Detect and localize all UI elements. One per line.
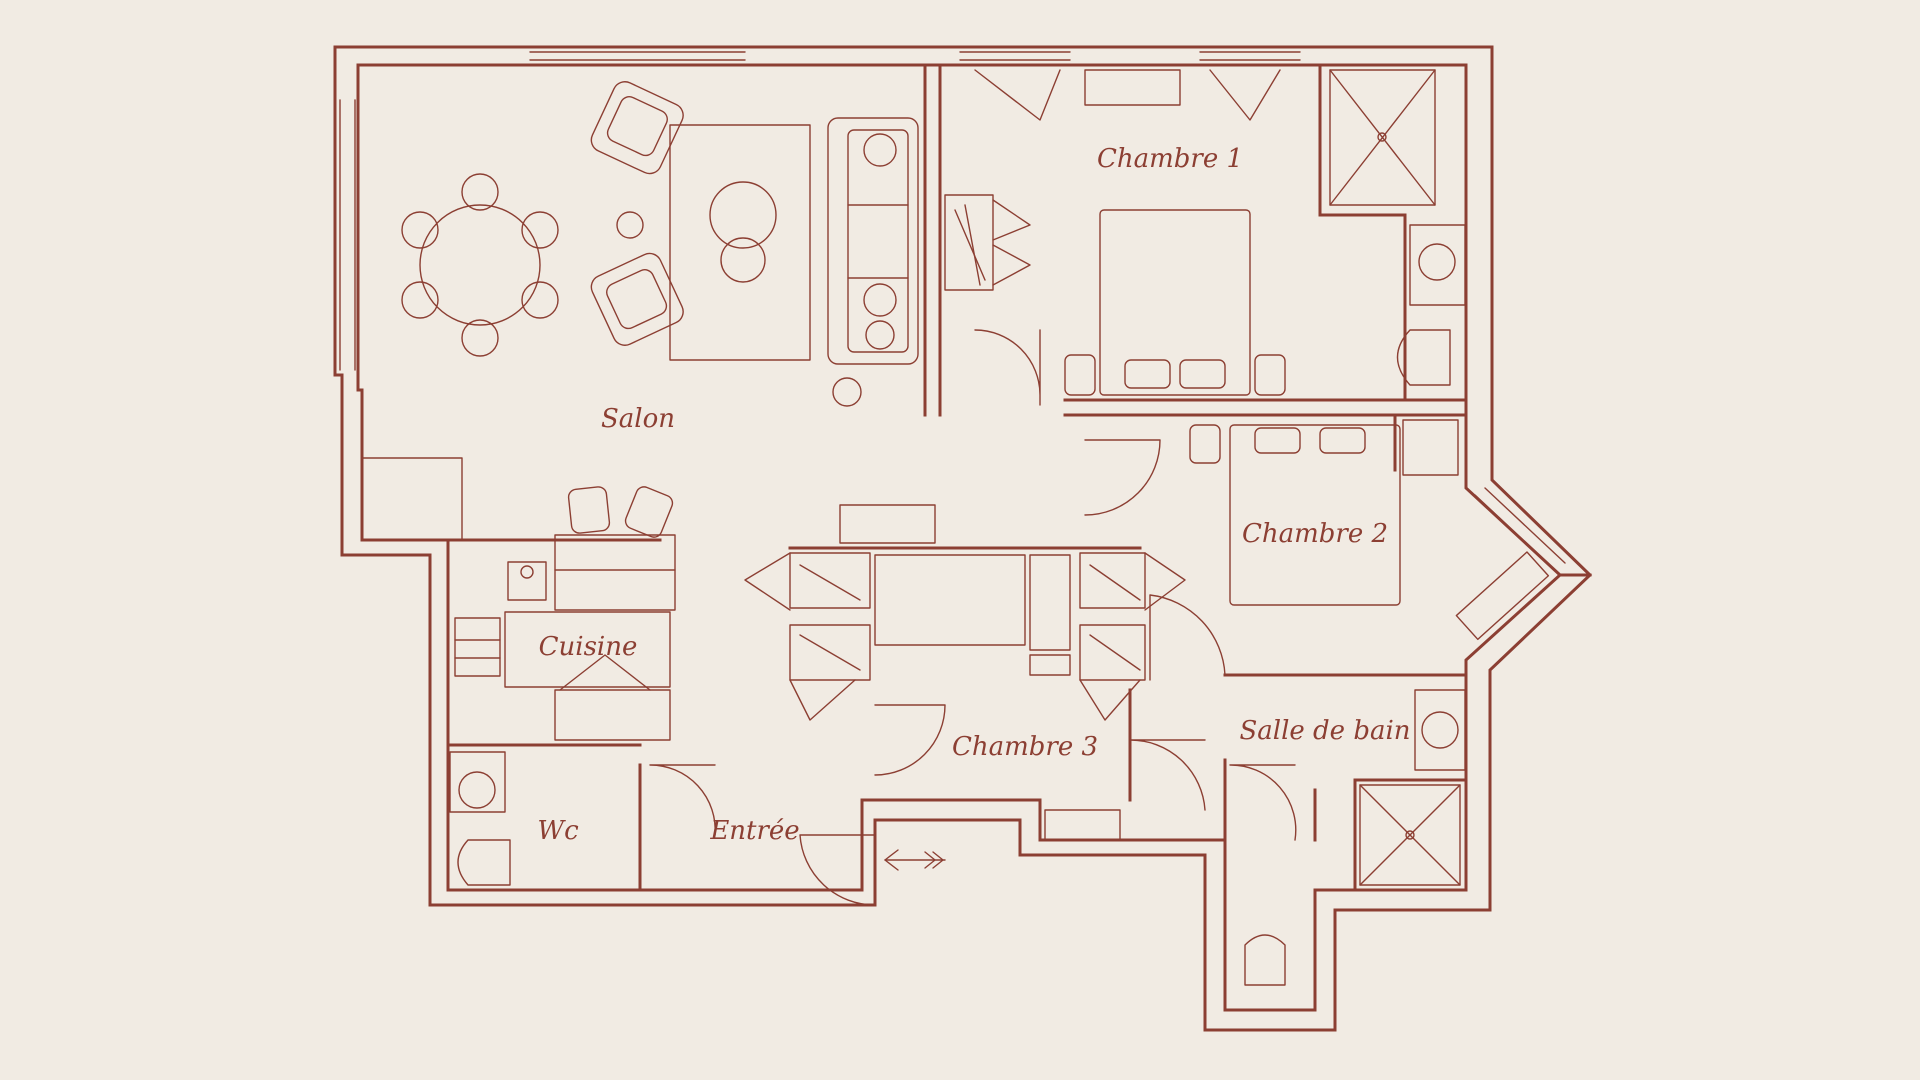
chambre-2-furniture	[1189, 419, 1550, 641]
room-label-chambre-1: Chambre 1	[1097, 144, 1243, 174]
entrance-arrow-icon	[884, 849, 946, 871]
doors	[649, 69, 1297, 906]
room-label-salon: Salon	[601, 404, 675, 434]
wc-furniture	[449, 751, 511, 886]
room-labels: Salon Chambre 1 Chambre 2 Chambre 3 Cuis…	[537, 144, 1410, 846]
kitchen-furniture	[361, 457, 676, 741]
chambre-1-furniture	[944, 69, 1466, 396]
room-label-cuisine: Cuisine	[539, 632, 638, 662]
salon-furniture	[401, 81, 919, 407]
room-label-chambre-2: Chambre 2	[1242, 519, 1388, 549]
room-label-entree: Entrée	[709, 816, 799, 846]
interior-walls	[446, 63, 1468, 892]
chambre-3-furniture	[744, 504, 1186, 841]
room-label-salle-de-bain: Salle de bain	[1239, 716, 1410, 746]
windows	[339, 51, 1566, 571]
room-label-chambre-3: Chambre 3	[952, 732, 1098, 762]
bathroom-furniture	[1244, 689, 1466, 986]
room-label-wc: Wc	[537, 816, 579, 846]
